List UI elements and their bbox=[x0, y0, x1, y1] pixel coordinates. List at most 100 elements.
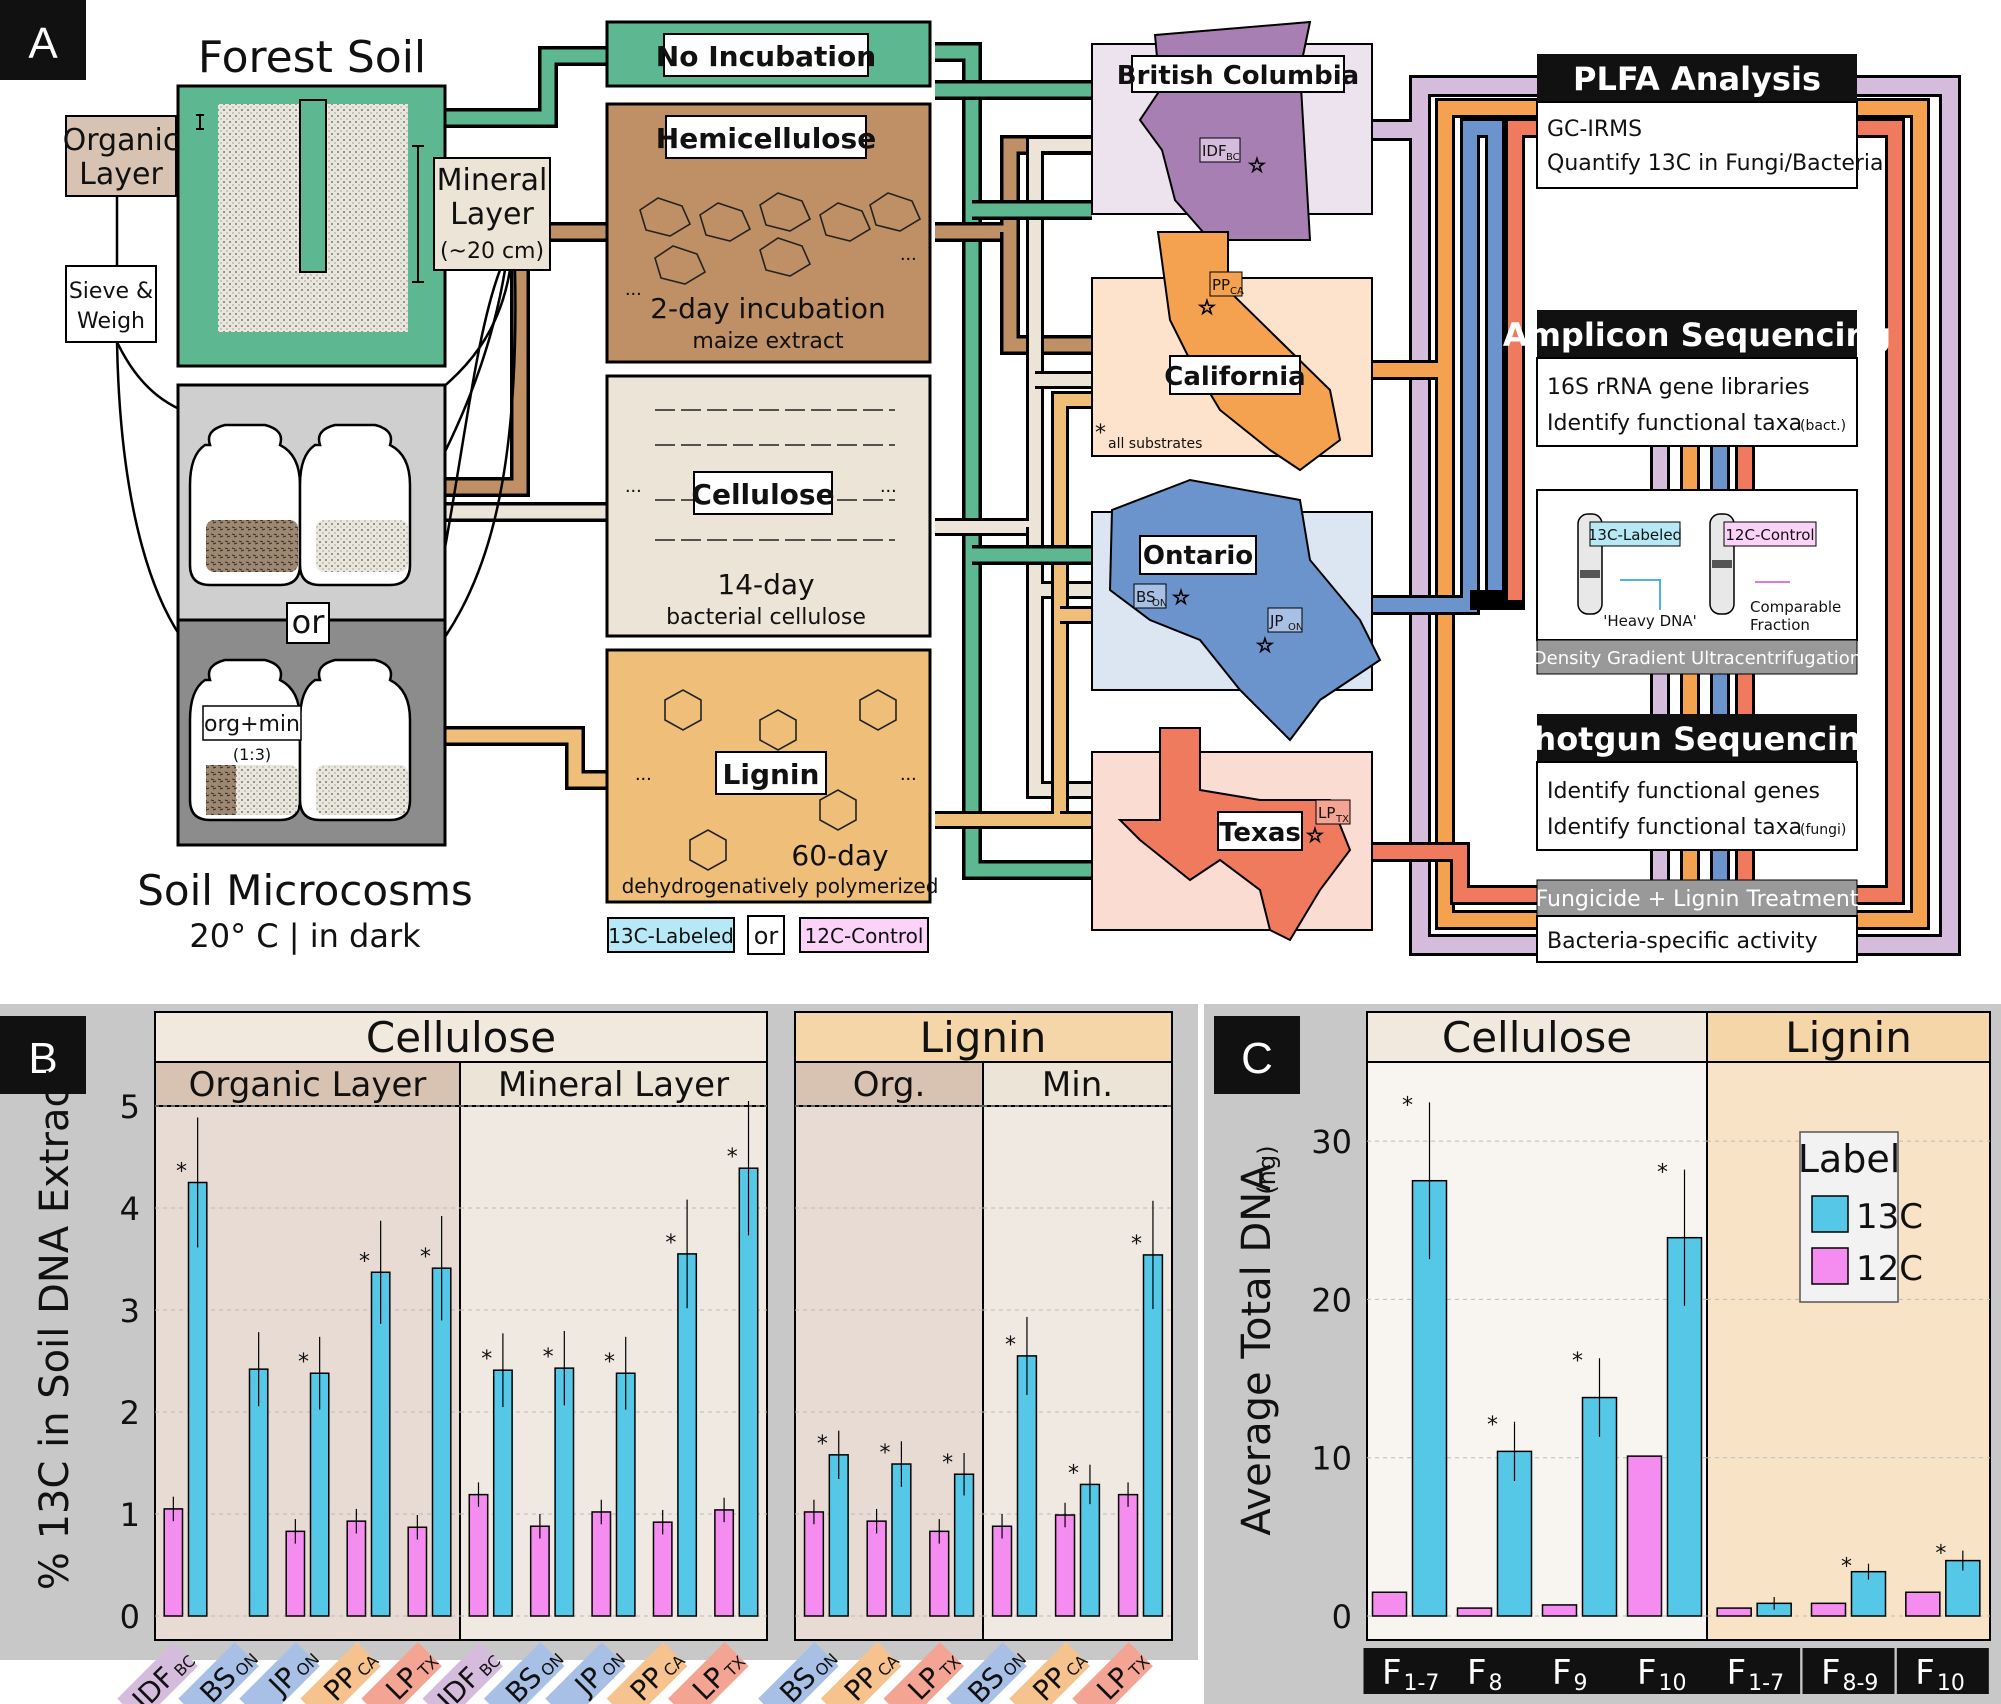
substrate-cell-source: bacterial cellulose bbox=[666, 605, 866, 630]
or-box bbox=[286, 602, 330, 644]
cellulose-structure: ... ... bbox=[625, 409, 897, 541]
mineral-layer-depth: (~20 cm) bbox=[440, 239, 544, 264]
label12-text: 12C-Control bbox=[805, 924, 924, 948]
c-x-tick-sub: 8-9 bbox=[1843, 1671, 1879, 1696]
jar-mineral-2 bbox=[298, 658, 412, 822]
substrate-hemi-source: maize extract bbox=[692, 329, 844, 354]
x-tick-bg bbox=[883, 1642, 965, 1704]
amp-body bbox=[1536, 357, 1858, 447]
site-bc-codebox bbox=[1199, 137, 1241, 163]
substrate-cell-time: 14-day bbox=[717, 568, 814, 601]
site-tx-label: Texas bbox=[1219, 818, 1301, 848]
c-x-tick-sub: 8 bbox=[1489, 1671, 1503, 1696]
connector-lines-left bbox=[445, 46, 612, 790]
x-tick-bg bbox=[361, 1642, 442, 1704]
site-ca-codebox bbox=[1209, 271, 1243, 297]
site-ca-label: California bbox=[1164, 362, 1305, 392]
c-significance-marker: * bbox=[1657, 1161, 1668, 1186]
bar-12c bbox=[285, 1530, 306, 1617]
substrate-lig-label: Lignin bbox=[723, 758, 820, 791]
y-tick-label: 2 bbox=[120, 1394, 140, 1432]
heavy-label: 'Heavy DNA' bbox=[1603, 612, 1697, 630]
label13-box bbox=[607, 917, 735, 953]
panel-b-letter: B bbox=[28, 1034, 57, 1083]
organic-layer-label-1: Organic bbox=[63, 123, 180, 158]
bar-12c bbox=[591, 1511, 612, 1617]
significance-marker: * bbox=[298, 1350, 309, 1375]
hemicellulose-structure: ... ... bbox=[625, 192, 922, 300]
site-ca-asterisk: * bbox=[1095, 421, 1106, 446]
c-y-tick-label: 30 bbox=[1311, 1123, 1352, 1161]
site-on-sub-2: ON bbox=[1288, 622, 1303, 633]
org-min-ratio: (1:3) bbox=[233, 745, 271, 764]
y-tick-label: 4 bbox=[120, 1190, 140, 1228]
c-facet-header-1 bbox=[1706, 1011, 1991, 1063]
panel-b-badge bbox=[0, 1016, 86, 1094]
heavy-arrow bbox=[1620, 579, 1661, 610]
bar-12c bbox=[1117, 1493, 1139, 1617]
shot-item-2-sub: (fungi) bbox=[1800, 822, 1846, 838]
mineral-layer-label-2: Layer bbox=[450, 197, 534, 232]
site-bc-labelbox bbox=[1131, 55, 1345, 93]
c-facet-header-label: Cellulose bbox=[1442, 1013, 1632, 1062]
panel-b: B % 13C in Soil DNA Extract Organic Laye… bbox=[0, 1004, 1198, 1704]
x-tick-bg bbox=[300, 1642, 381, 1704]
bar-12c bbox=[929, 1530, 950, 1617]
substrate-none-labelbox bbox=[663, 33, 869, 77]
site-on-sub-1: ON bbox=[1152, 598, 1167, 609]
bar-12c bbox=[1054, 1514, 1076, 1617]
amp-item-1: 16S rRNA gene libraries bbox=[1547, 375, 1810, 400]
significance-marker: * bbox=[880, 1441, 891, 1466]
substrate-hemi-labelbox bbox=[665, 115, 867, 159]
x-tick-bg bbox=[1072, 1642, 1153, 1704]
x-tick-bg bbox=[178, 1642, 259, 1704]
c-x-tick-bg bbox=[1448, 1648, 1541, 1694]
panel-a-letter: A bbox=[28, 19, 58, 68]
x-tick-bg bbox=[117, 1642, 198, 1704]
x-tick-bg bbox=[239, 1642, 320, 1704]
substrate-lig-source: dehydrogenatively polymerized bbox=[622, 874, 939, 898]
site-tx-star: ☆ bbox=[1306, 825, 1324, 847]
shot-item-2: Identify functional taxa bbox=[1547, 815, 1802, 840]
c-x-tick-bg bbox=[1708, 1648, 1801, 1694]
c-x-tick-label: F bbox=[1915, 1653, 1935, 1693]
shot-header bbox=[1537, 714, 1857, 762]
substrate-none-label: No Incubation bbox=[656, 40, 876, 73]
svg-text:...: ... bbox=[880, 475, 897, 497]
organic-depth-marker bbox=[196, 114, 204, 130]
site-on-code-1: BS bbox=[1136, 588, 1156, 606]
site-on-star-2: ☆ bbox=[1256, 635, 1274, 657]
c-x-tick-label: F bbox=[1552, 1653, 1572, 1693]
label-or-text: or bbox=[754, 922, 779, 950]
facet-header-cellulose bbox=[154, 1011, 768, 1063]
svg-text:...: ... bbox=[625, 278, 642, 300]
c-y-tick-label: 0 bbox=[1332, 1598, 1352, 1636]
facet-subheader-label: Min. bbox=[1042, 1065, 1113, 1105]
c-x-tick-sub: 1-7 bbox=[1748, 1671, 1784, 1696]
y-tick-label: 5 bbox=[120, 1088, 140, 1126]
plfa-item-2: Quantify 13C in Fungi/Bacteria bbox=[1547, 151, 1884, 176]
c-x-tick-bg bbox=[1618, 1648, 1711, 1694]
site-bc-sub: BC bbox=[1226, 152, 1240, 163]
facet-subheader-1 bbox=[459, 1061, 768, 1107]
facet-bg-3 bbox=[982, 1105, 1173, 1641]
c-bar-12c bbox=[1626, 1455, 1663, 1617]
c-facet-header-label: Lignin bbox=[1785, 1013, 1912, 1062]
c-x-tick-sub: 10 bbox=[1937, 1671, 1965, 1696]
tube-13c-band bbox=[1580, 570, 1600, 578]
substrate-hemi-time: 2-day incubation bbox=[650, 292, 886, 325]
c-x-tick-bg bbox=[1363, 1648, 1456, 1694]
tube13-labelbox bbox=[1589, 521, 1681, 547]
site-on-labelbox bbox=[1139, 535, 1257, 575]
site-tx-code: LP bbox=[1318, 804, 1335, 822]
panel-c-letter: C bbox=[1241, 1034, 1273, 1083]
tube12-labelbox bbox=[1723, 521, 1817, 547]
facet-header-lignin bbox=[794, 1011, 1173, 1063]
facet-header-label: Lignin bbox=[920, 1013, 1047, 1062]
c-significance-marker: * bbox=[1572, 1349, 1583, 1374]
substrate-lig-labelbox bbox=[715, 751, 827, 795]
significance-marker: * bbox=[942, 1451, 953, 1476]
tube13-label: 13C-Labeled bbox=[1588, 526, 1682, 544]
bar-12c bbox=[652, 1521, 673, 1617]
